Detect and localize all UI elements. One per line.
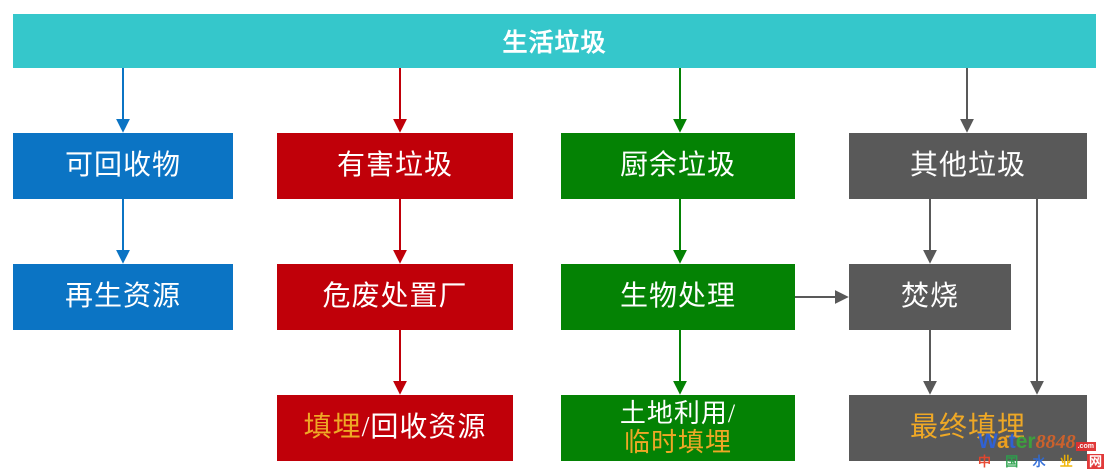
watermark-letter: e [1015,430,1028,453]
watermark-letter: r [1027,430,1036,453]
landfill-gold-text: 填埋 [303,412,362,444]
watermark-logo-text: Water8848.com [978,431,1104,452]
watermark-chinese-name: 中 国 水 业 网 [978,454,1104,469]
temp-landfill-gold-text: 临时填埋 [623,428,732,457]
watermark-cn-char-badge: 网 [1086,454,1104,469]
watermark-letter: a [997,430,1009,453]
box-other-waste: 其他垃圾 [849,133,1087,199]
box-renewable-resources: 再生资源 [13,264,233,330]
recycle-resources-text: /回收资源 [361,412,487,444]
watermark-cn-char: 水 [1032,454,1046,469]
box-landfill-recycle: 填埋/回收资源 [277,395,513,461]
box-incineration: 焚烧 [849,264,1011,330]
watermark-letter: W [978,430,998,453]
box-hazardous-disposal-plant: 危废处置厂 [277,264,513,330]
box-biological-treatment: 生物处理 [561,264,795,330]
box-kitchen-waste: 厨余垃圾 [561,133,795,199]
watermark-dotcom-badge: .com [1075,442,1096,451]
site-watermark: Water8848.com 中 国 水 业 网 [978,431,1104,469]
box-land-use-temp-landfill: 土地利用/ 临时填埋 [561,395,795,461]
banner-household-waste: 生活垃圾 [13,14,1096,68]
watermark-number: 8848 [1035,431,1076,453]
watermark-cn-char: 业 [1059,454,1073,469]
box-recyclables: 可回收物 [13,133,233,199]
land-use-text: 土地利用/ [619,398,737,428]
box-final-landfill: 最终填埋 [849,395,1087,461]
box-hazardous-waste: 有害垃圾 [277,133,513,199]
watermark-cn-char: 国 [1005,454,1019,469]
watermark-cn-char: 中 [978,454,992,469]
watermark-letter: t [1008,430,1016,453]
